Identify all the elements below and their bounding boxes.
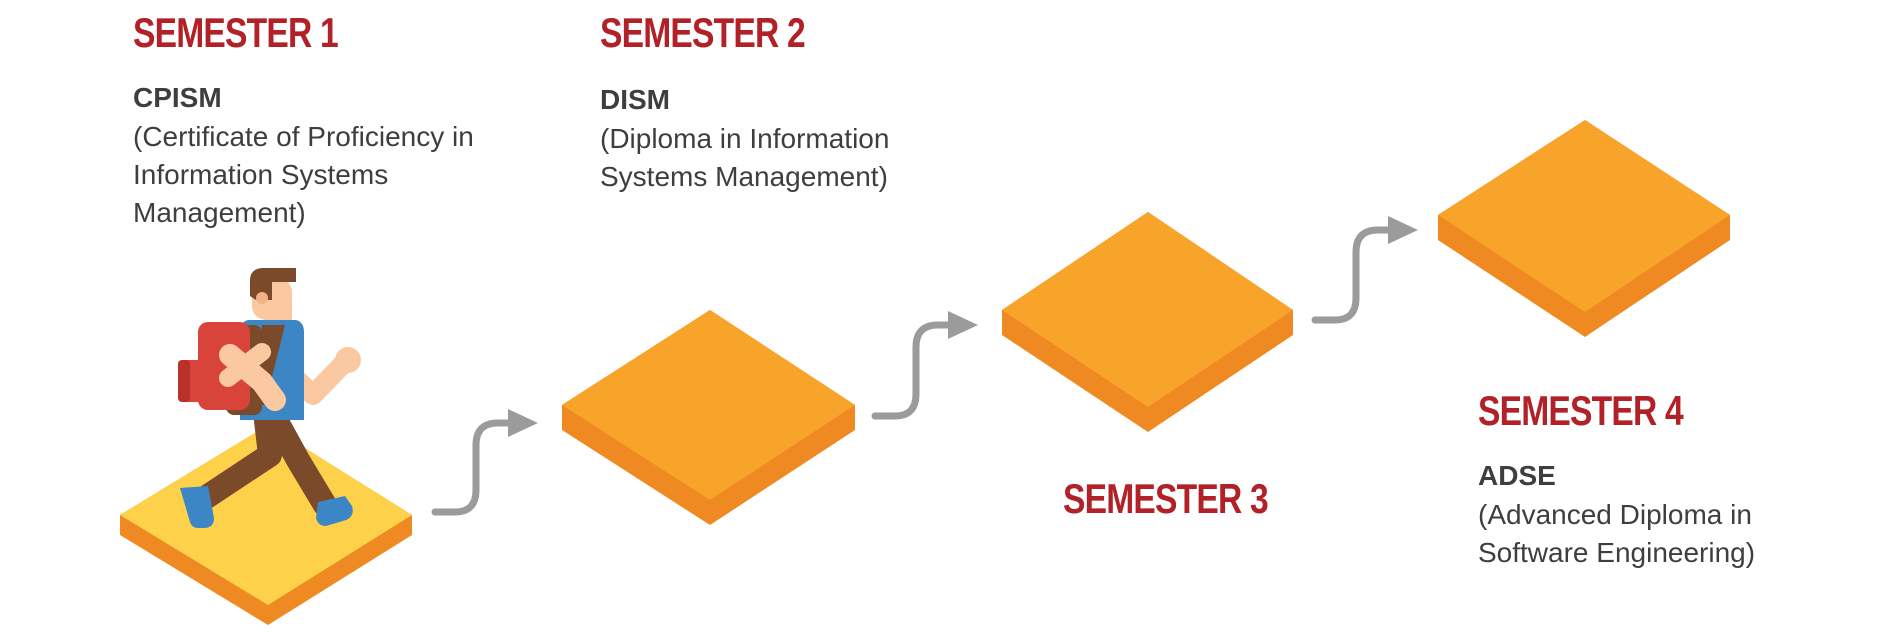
- semester-1-program-code: CPISM: [133, 82, 222, 113]
- semester-2-title: SEMESTER 2: [600, 9, 806, 56]
- platform-semester-1: [120, 425, 412, 625]
- arrow-step-3-4: [1311, 216, 1418, 324]
- semester-3-title: SEMESTER 3: [1063, 475, 1269, 522]
- arrow-step-1-2: [431, 409, 538, 516]
- platform-semester-2: [562, 310, 855, 525]
- semester-1-program-description: (Certificate of Proficiency in Informati…: [133, 121, 474, 228]
- platform-semester-4: [1438, 120, 1730, 337]
- student-walking-icon: [178, 268, 361, 528]
- semester-1-title: SEMESTER 1: [133, 9, 339, 56]
- semester-2-program-description: (Diploma in Information Systems Manageme…: [600, 123, 890, 192]
- semester-4-title: SEMESTER 4: [1478, 387, 1684, 434]
- platform-semester-3: [1002, 212, 1293, 432]
- semester-4-program-description: (Advanced Diploma in Software Engineerin…: [1478, 499, 1756, 568]
- arrow-step-2-3: [871, 311, 978, 420]
- semester-2-program-code: DISM: [600, 84, 670, 115]
- semester-4-program-code: ADSE: [1478, 460, 1556, 491]
